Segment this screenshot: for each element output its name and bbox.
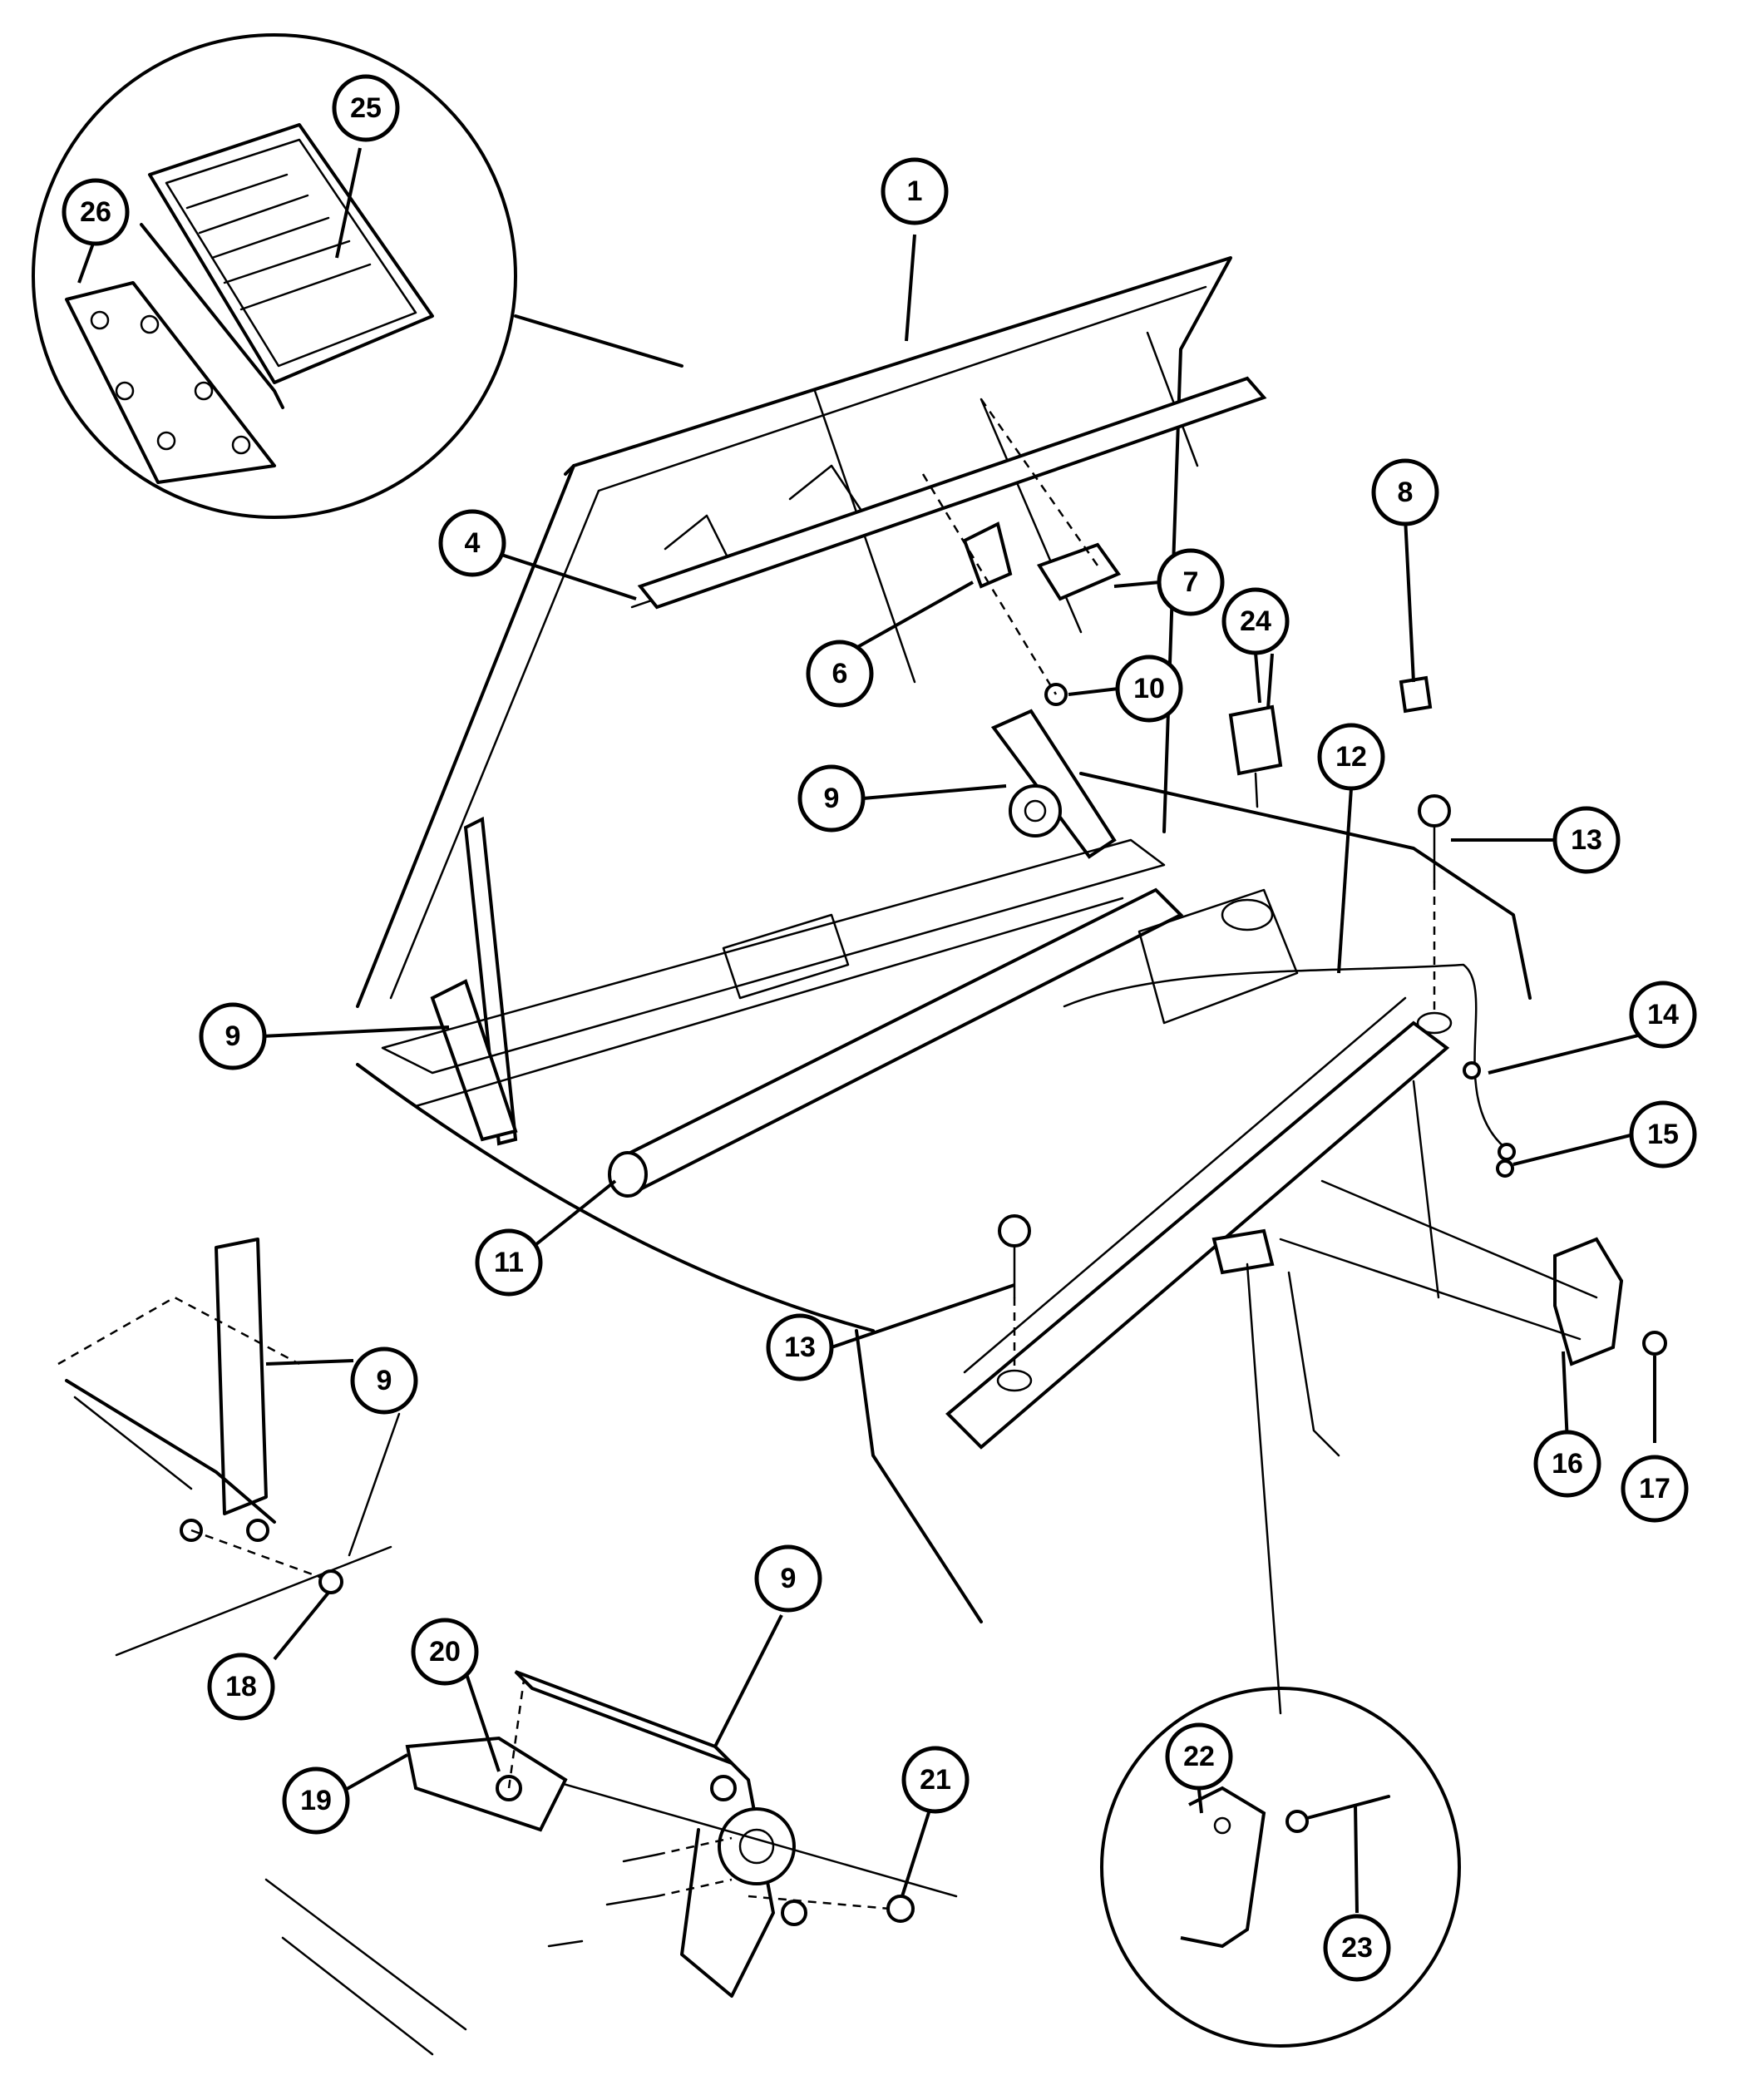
svg-text:9: 9 [781,1563,797,1594]
bolt-15 [1496,1159,1514,1178]
insulator-retainer-plate [65,281,276,484]
hood-latch-striker [962,521,1013,589]
svg-text:8: 8 [1398,477,1414,508]
callout-11: 11 [475,1228,543,1297]
clip-8 [1399,675,1433,714]
detail-hinge-assembly [264,1670,958,2056]
svg-text:21: 21 [920,1764,951,1796]
callout-9-detail: 9 [350,1346,418,1415]
nut-21 [886,1895,915,1923]
hood-latch [1553,1237,1624,1366]
callout-1: 1 [881,157,949,225]
callout-9-left: 9 [199,1002,267,1070]
svg-text:22: 22 [1183,1741,1215,1772]
svg-text:14: 14 [1647,999,1679,1030]
insulator-pad [140,123,434,409]
svg-text:7: 7 [1183,566,1199,598]
callout-12: 12 [1317,723,1385,791]
svg-text:24: 24 [1240,605,1271,637]
callout-8: 8 [1371,458,1439,526]
callout-4: 4 [438,509,506,577]
callout-6: 6 [806,640,874,708]
nut-17 [1642,1331,1667,1356]
hood-bumper-upper [1416,794,1453,1035]
callout-18: 18 [207,1653,275,1721]
hood-hinge-right [990,709,1117,859]
callout-16: 16 [1533,1430,1601,1498]
front-body-lines [356,772,1532,1623]
support-clip-22 [1180,1786,1266,1949]
callout-13-upper: 13 [1552,806,1621,874]
callout-13-lower: 13 [766,1313,834,1381]
svg-text:18: 18 [225,1671,257,1702]
mounting-studs [547,1836,733,1948]
cowl-panel [381,838,1166,1108]
cowl-weatherstrip [608,887,1184,1198]
washer-reservoir [1137,888,1299,1025]
hinge-pad-19 [405,1736,568,1832]
nut-18 [318,1569,343,1594]
callout-14: 14 [1629,981,1697,1049]
svg-text:15: 15 [1647,1119,1679,1150]
svg-text:20: 20 [429,1636,461,1668]
callout-22: 22 [1165,1722,1233,1791]
callout-24: 24 [1221,587,1290,655]
svg-text:19: 19 [300,1785,332,1816]
svg-text:9: 9 [824,783,840,814]
callout-19: 19 [282,1766,350,1835]
svg-text:9: 9 [377,1365,392,1396]
svg-text:17: 17 [1639,1473,1670,1505]
callout-21: 21 [901,1746,970,1814]
hood-weatherstrip-upper [637,376,1267,610]
hood-safety-catch [1036,542,1122,601]
callout-9-right: 9 [797,764,866,833]
callout-17: 17 [1621,1455,1689,1523]
callout-23: 23 [1323,1914,1391,1982]
svg-text:10: 10 [1133,673,1165,704]
detail-latch-support [1100,1687,1461,2048]
radiator-support [945,996,1450,1450]
svg-text:13: 13 [784,1332,816,1363]
svg-text:26: 26 [80,196,111,228]
callout-26: 26 [62,178,130,246]
callout-7: 7 [1157,548,1225,616]
leader-lines [77,147,1656,1914]
svg-text:11: 11 [494,1247,524,1278]
svg-text:16: 16 [1552,1448,1583,1480]
svg-text:1: 1 [907,175,923,207]
detail-hinge-mount-left [57,1238,401,1657]
hood-bumper-lower [996,1214,1033,1392]
svg-text:4: 4 [465,527,481,559]
callout-25: 25 [332,74,400,142]
inset-detail-insulator [32,33,683,519]
latch-support-bracket [1211,1228,1340,1715]
svg-text:12: 12 [1335,741,1367,773]
svg-text:9: 9 [225,1020,241,1052]
support-rod-23 [1285,1795,1390,1833]
callout-10: 10 [1115,655,1183,723]
svg-text:6: 6 [832,658,848,689]
callout-20: 20 [411,1618,479,1686]
callout-9-bottom: 9 [754,1544,822,1613]
bolt-14 [1463,1061,1481,1080]
hood-bumper-24 [1228,704,1283,808]
svg-text:13: 13 [1571,824,1602,856]
callout-15: 15 [1629,1100,1697,1169]
svg-text:23: 23 [1341,1932,1373,1964]
svg-text:25: 25 [350,92,382,124]
